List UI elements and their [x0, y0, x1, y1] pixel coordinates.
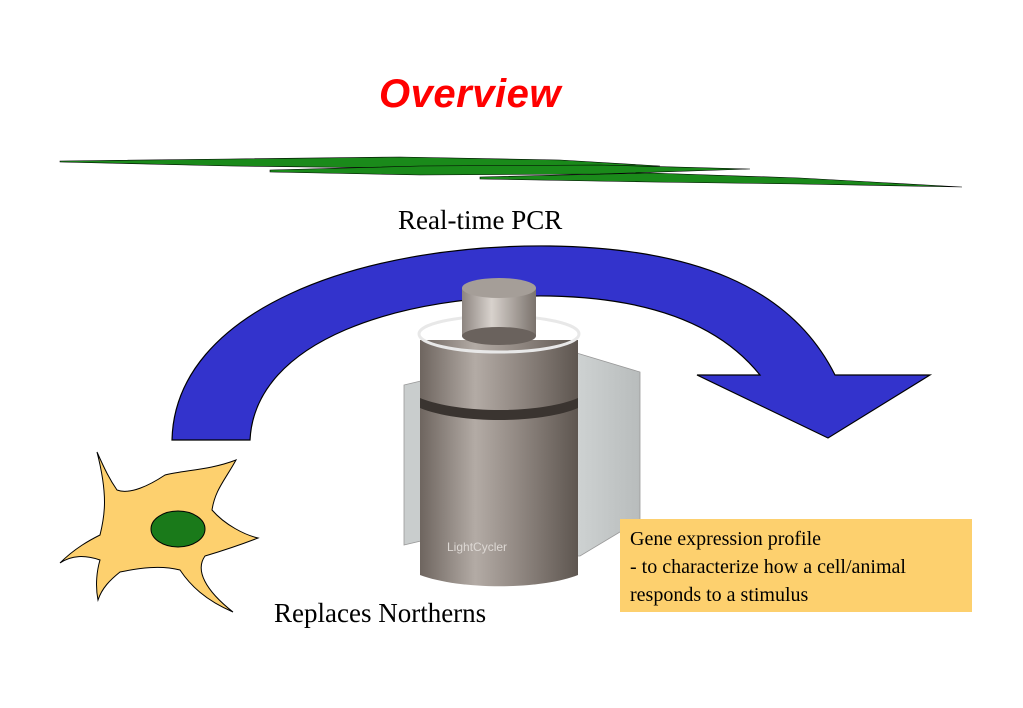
divider-streak-2 [269, 164, 751, 176]
process-arrow [171, 245, 933, 441]
divider-streak-3 [479, 172, 963, 188]
slide-title: Overview [379, 72, 561, 116]
cell-nucleus [150, 510, 206, 548]
instrument-cylinder [420, 340, 578, 587]
note-line-1: Gene expression profile [630, 528, 822, 550]
gene-expression-note: Gene expression profile - to characteriz… [620, 519, 972, 612]
cell-illustration [59, 451, 260, 613]
divider-streaks [59, 156, 963, 188]
instrument-brand-label: LightCycler [447, 540, 507, 554]
note-line-2: - to characterize how a cell/animal [630, 556, 906, 578]
instrument-lid-base [462, 327, 536, 345]
instrument-band [420, 398, 578, 420]
note-line-3: responds to a stimulus [630, 584, 809, 606]
lightcycler-instrument: LightCycler [403, 278, 641, 587]
real-time-pcr-label: Real-time PCR [398, 205, 563, 235]
instrument-lid-top [462, 278, 536, 298]
replaces-northerns-label: Replaces Northerns [274, 598, 487, 628]
